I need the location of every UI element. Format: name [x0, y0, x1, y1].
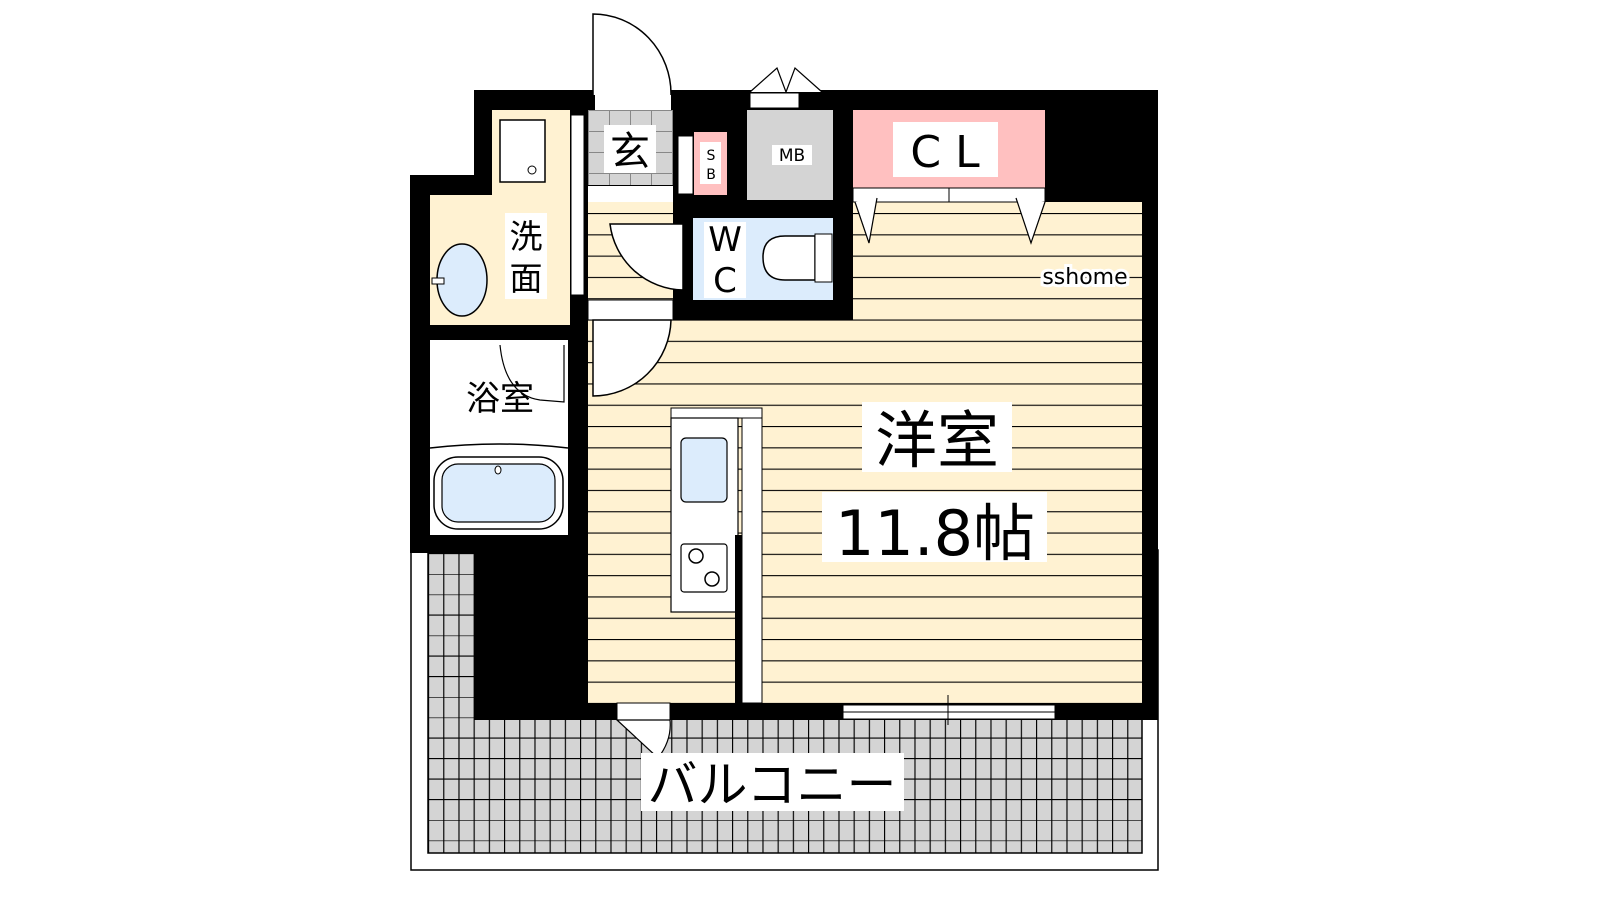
kitchen-sink-icon	[680, 437, 728, 503]
bathroom: 浴室	[429, 340, 569, 535]
shoe-box-label-b: B	[706, 167, 716, 183]
balcony-openings: バルコニー	[570, 695, 1158, 814]
western-room-label: 洋室	[875, 404, 999, 477]
room-door[interactable]	[592, 319, 672, 397]
toilet-icon	[762, 235, 816, 281]
wc-label-w: W	[708, 220, 742, 260]
bathroom-label: 浴室	[466, 379, 534, 419]
wc-door[interactable]	[609, 223, 684, 291]
western-room: sshome 洋室 11.8帖	[570, 200, 1142, 720]
closet: C L	[852, 110, 1046, 245]
entrance-door[interactable]	[592, 13, 672, 96]
entrance: 玄	[588, 13, 673, 202]
stove-icon	[680, 543, 728, 593]
closet-label: C L	[910, 127, 980, 178]
watermark: sshome	[1042, 265, 1127, 290]
western-room-size: 11.8帖	[835, 497, 1035, 570]
washroom-label-1: 洗	[510, 217, 543, 256]
washroom-label-2: 面	[510, 259, 543, 298]
wc-label-c: C	[713, 261, 737, 301]
meter-box: MB	[747, 66, 833, 200]
shoe-box: S B	[677, 132, 727, 195]
balcony-label: バルコニー	[648, 756, 897, 814]
washing-machine-icon	[499, 119, 546, 183]
shoe-box-label-s: S	[707, 148, 716, 164]
meter-box-label: MB	[779, 146, 805, 166]
washroom: 洗 面	[430, 110, 585, 325]
kitchen	[670, 407, 763, 704]
entrance-label: 玄	[610, 129, 650, 175]
wc: W C	[693, 218, 833, 301]
